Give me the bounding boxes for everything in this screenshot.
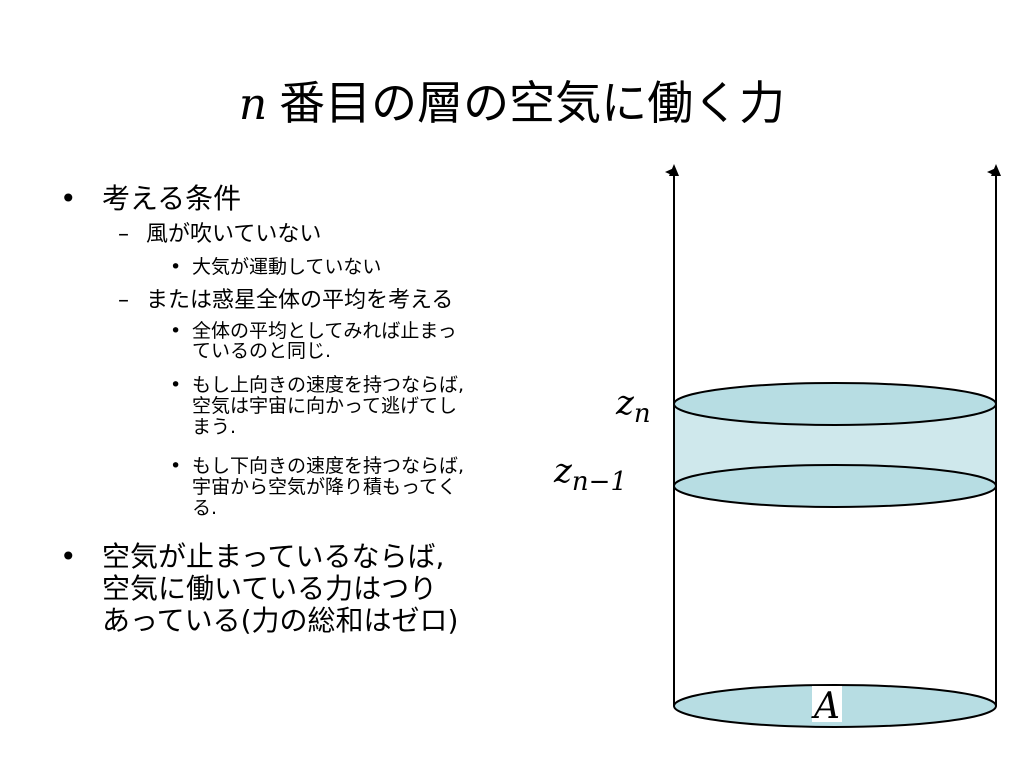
bullet-balance-line-2: 空気に働いている力はつり <box>102 572 438 605</box>
sub-sub-bullet-upward-line-3: まう. <box>192 416 237 438</box>
label-base-area-a: A <box>811 686 840 727</box>
bullet-marker: • <box>170 320 182 342</box>
dash-marker: – <box>118 222 129 247</box>
title-text: 番目の層の空気に働く力 <box>279 76 786 130</box>
bullet-conditions: 考える条件 <box>102 182 242 215</box>
bullet-marker: • <box>60 182 77 215</box>
sub-sub-bullet-upward-line-1: もし上向きの速度を持つならば, <box>192 374 465 396</box>
title-variable-n: n <box>238 79 268 130</box>
bullet-marker: • <box>170 374 182 396</box>
label-z-n-subscript: n <box>634 399 651 429</box>
sub-sub-bullet-upward-line-2: 空気は宇宙に向かって逃げてし <box>192 395 458 417</box>
dash-marker: – <box>118 288 129 313</box>
label-z-n-base: z <box>615 383 635 423</box>
surface-z-n <box>673 382 997 426</box>
bullet-outline: • 考える条件 – 風が吹いていない • 大気が運動していない – または惑星全… <box>60 182 465 637</box>
label-z-n: zn <box>615 383 651 429</box>
bullet-marker: • <box>170 455 182 477</box>
sub-sub-bullet-downward-line-2: 宇宙から空気が降り積もってく <box>192 476 457 498</box>
base-label-background <box>812 686 842 722</box>
bullet-marker: • <box>60 540 77 573</box>
sub-sub-bullet-no-motion: 大気が運動していない <box>192 256 382 278</box>
bullet-marker: • <box>170 256 182 278</box>
sub-sub-bullet-downward-line-1: もし下向きの速度を持つならば, <box>192 455 465 477</box>
label-z-n-minus-1-subscript: n−1 <box>572 467 627 497</box>
label-z-n-minus-1: zn−1 <box>553 451 627 497</box>
label-z-n-minus-1-base: z <box>553 451 573 491</box>
sub-sub-bullet-average-line-2: ているのと同じ. <box>192 340 332 362</box>
bullet-balance-line-3: あっている(力の総和はゼロ) <box>102 604 459 637</box>
up-arrow-icon <box>991 164 1001 176</box>
sub-sub-bullet-downward-line-3: る. <box>192 497 218 519</box>
sub-bullet-no-wind: 風が吹いていない <box>146 222 322 247</box>
surface-z-n-minus-1 <box>673 464 997 508</box>
sub-sub-bullet-average-line-1: 全体の平均としてみれば止まっ <box>192 320 457 342</box>
bullet-balance-line-1: 空気が止まっているならば, <box>102 540 445 573</box>
sub-bullet-global-average: または惑星全体の平均を考える <box>146 288 454 313</box>
up-arrow-icon <box>669 164 679 176</box>
